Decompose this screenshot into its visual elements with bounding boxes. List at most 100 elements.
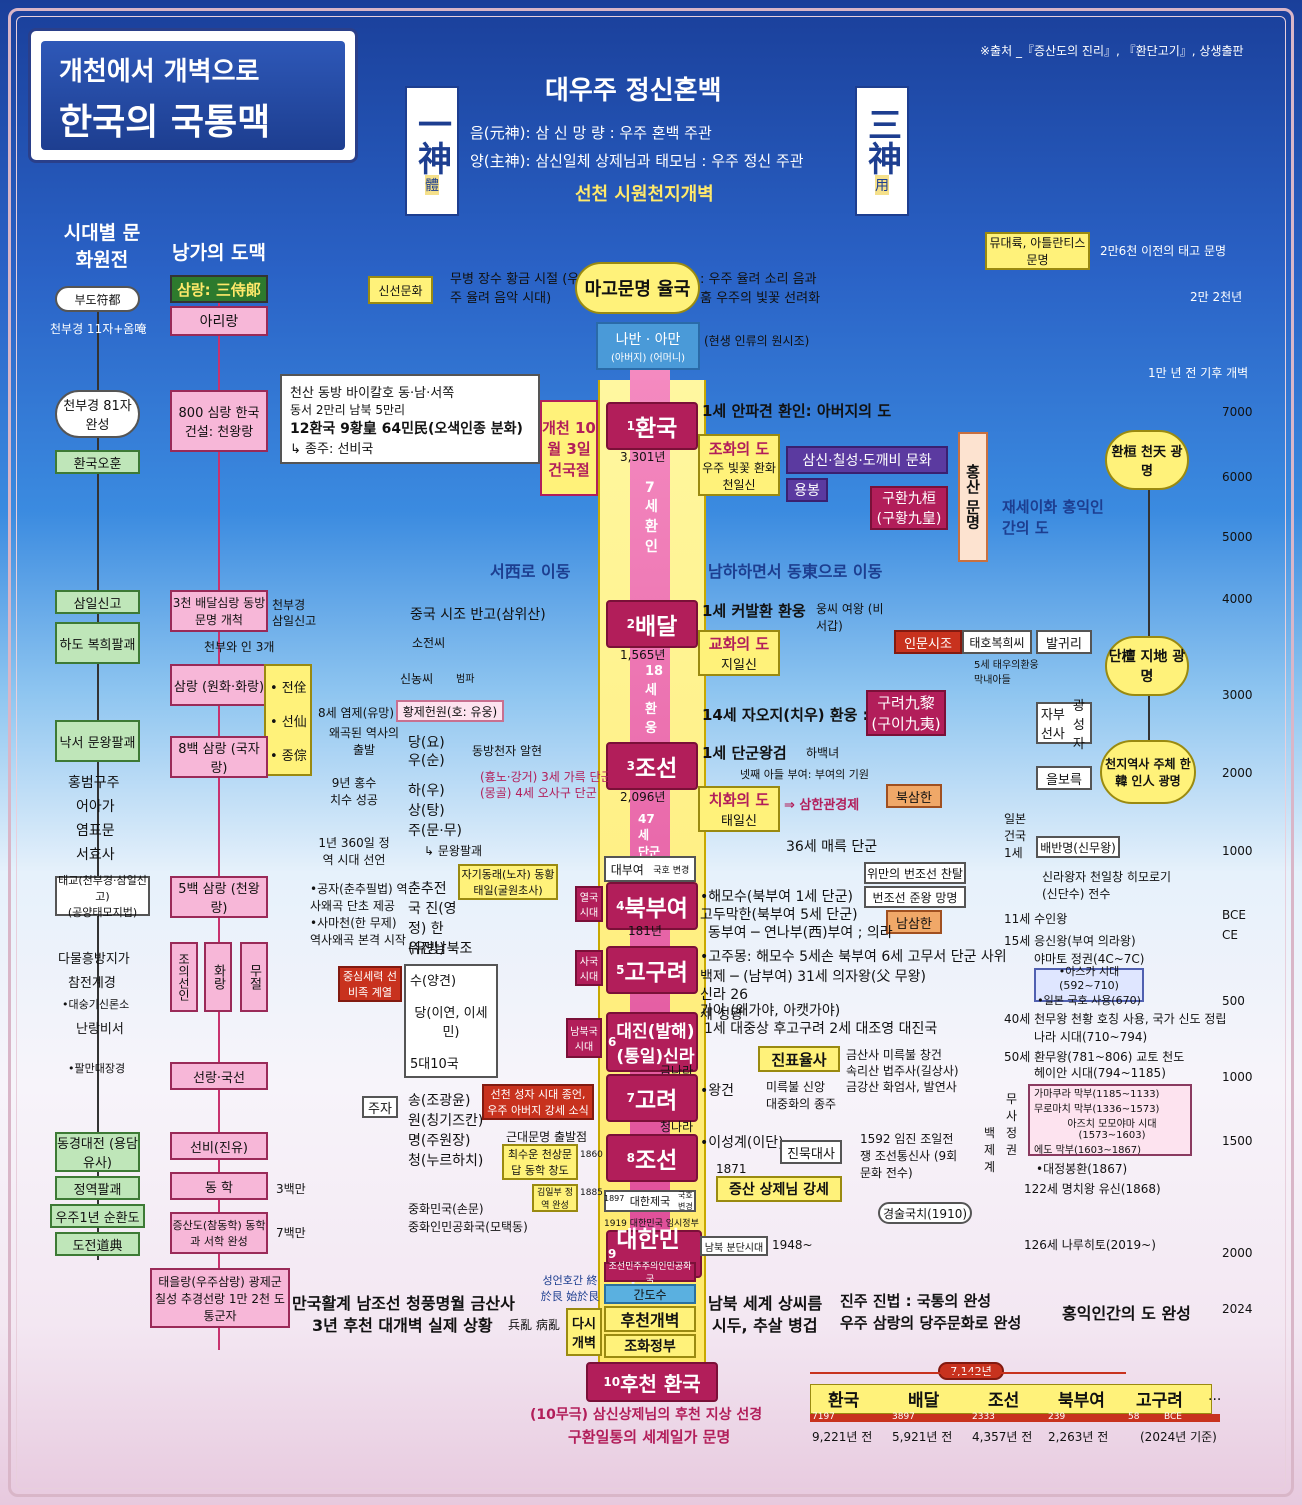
hwan-text: 환桓 천天 광명 (1111, 445, 1183, 479)
hwanin-label: 7세 환인 (645, 480, 658, 555)
year-7000: 7000 (1222, 405, 1253, 419)
y1860: 1860 (580, 1150, 603, 1160)
era-daejin-num: 6 (608, 1035, 617, 1049)
munwang-palgwae: ↳ 문왕팔괘 (424, 844, 483, 858)
gunyeon: 9년 홍수 치수 성공 (330, 776, 378, 807)
inmun-sijo: 인문시조 (894, 630, 962, 654)
jinju-jinbeop: 진주 진법 : 국통의 완성 (840, 1292, 992, 1310)
era-joseon2-num: 8 (626, 1151, 636, 1165)
seongeon: 성언호간 終於艮 始於艮 (540, 1274, 600, 1303)
hucheon-sub1: (10무극) 삼신상제님의 후천 지상 선경 (530, 1407, 763, 1423)
samil-singo-text: 삼일신고 (73, 596, 122, 612)
taeeulrang: 태을랑(우주삼랑) 광제군 칠성 추경선랑 1만 2천 도통군자 (150, 1268, 290, 1328)
imjin: 1592 임진 조일전쟁 조선통신사 (9회 문화 전수) (860, 1132, 958, 1180)
title-box: 개천에서 개벽으로 한국의 국통맥 (28, 28, 358, 163)
arirang: 아리랑 (170, 306, 268, 336)
jeon-seon-jong: • 전佺 • 선仙 • 종倧 (264, 664, 312, 776)
byeongnan: 兵亂 病亂 (508, 1318, 560, 1332)
mujeol-text: 무절 (246, 964, 262, 990)
samrang-800: 800 심랑 한국 건설: 천왕랑 (170, 390, 268, 452)
era-hucheon-num: 10 (603, 1375, 621, 1389)
hwan-light: 환桓 천天 광명 (1105, 430, 1189, 490)
era-joseon-years: 2,096년 (620, 790, 666, 804)
muromachi-text: 무로마치 막부(1336~1573) (1034, 1103, 1160, 1115)
left-char-box: 一神 體 (405, 86, 459, 216)
eungsin: 15세 응신왕(부여 의라왕) (1004, 934, 1136, 948)
taeho-boksi: 태호복희씨 (962, 630, 1032, 654)
seon-text: • 선仙 (270, 714, 307, 730)
year-4000: 4000 (1222, 592, 1253, 606)
johwa-do: 조화의 도 우주 빛꽃 환화 천일신 (698, 434, 780, 496)
cheonbu-in3: 천부와 인 3개 (204, 640, 275, 654)
gukho2: 국호 변경 (678, 1191, 693, 1211)
mubyeong: 무병 장수 황금 시절 (우주 율려 음악 시대) (450, 272, 580, 306)
haemosu: •해모수(북부여 1세 단군) (700, 889, 853, 905)
year-1500: 1500 (1222, 1134, 1253, 1148)
jeungsando: 증산도(참동학) 동학과 서학 완성 (170, 1212, 268, 1254)
asuka-text: •아스카 시대(592~710) (1058, 964, 1120, 992)
mago-text: 마고문명 율국 (584, 279, 691, 300)
eulbo: 을보륵 (1036, 766, 1092, 790)
cheonmu: 40세 천무왕 천황 호칭 사용, 국가 신도 정립 (1004, 1012, 1227, 1026)
year-1000: 1000 (1222, 844, 1253, 858)
cheonji-text: 천지역사 주체 한韓 인人 광명 (1105, 757, 1191, 788)
sudang-box: 수(양견) 당(이연, 이세민) 5대10국 (404, 964, 498, 1078)
daehan-jeguk: 대한제국 (604, 1190, 696, 1212)
baikal-1: 천산 동방 바이칼호 동·남·서쪽 (290, 385, 455, 401)
taeho-desc: 5세 태우의환웅 막내아들 (974, 660, 1039, 686)
anpagyeon: 1세 안파견 환인: 아버지의 도 (702, 402, 892, 420)
damul: 다물흥방지가 (58, 952, 130, 967)
jinmuk-text: 진묵대사 (787, 1146, 835, 1162)
daehan-text: 대한제국 (629, 1195, 671, 1208)
taegyo: 태교(천부경·삼일신고) (공양태모지법) (55, 874, 150, 919)
right-char: 三神 (861, 107, 902, 175)
donghak-300: 3백만 (276, 1182, 306, 1196)
left-char: 一神 (411, 107, 452, 175)
songnisan: 속리산 법주사(길상사) (846, 1064, 959, 1078)
year-6000: 6000 (1222, 470, 1253, 484)
timeline-goguryeo: 고구려 (1136, 1391, 1183, 1411)
mu-atlantis-box: 뮤대륙, 아틀란티스 문명 (985, 232, 1090, 270)
era-joseon2-name: 조선 (635, 1148, 678, 1174)
dang-yo: 당(요) (408, 735, 445, 751)
won: 원(칭기즈칸) (408, 1113, 484, 1129)
heian: 헤이안 시대(794~1185) (1034, 1066, 1166, 1080)
sagug-label: 사국 시대 (575, 950, 603, 986)
year-bce: BCE (1222, 908, 1246, 922)
hongsan-text: 홍산 문명 (963, 464, 982, 530)
sinseon-box: 신선문화 (368, 276, 433, 304)
timeline-bce: BCE (1164, 1412, 1182, 1422)
wiman: 위만의 번조선 찬탈 (864, 862, 966, 884)
palman: •팔만대장경 (68, 1062, 126, 1075)
dangun-wanggeom: 1세 단군왕검 (702, 744, 787, 762)
nakseo-text: 낙서 문왕팔괘 (59, 735, 136, 751)
chamjeon: 참전계경 (68, 976, 116, 991)
year-2024: 2024 (1222, 1302, 1253, 1316)
jinpyo-yulsa: 진표율사 (758, 1046, 840, 1072)
musa-jeonggwon: 무사 정권 (1006, 1092, 1018, 1157)
gando-text: 간도수 (633, 1287, 667, 1302)
suin: 11세 수인왕 (1004, 912, 1068, 926)
banggo: 중국 시조 반고(삼위산) (410, 607, 546, 623)
guhwan: 구환九桓 (구황九皇) (870, 486, 948, 530)
y1897: 1897 (604, 1194, 625, 1203)
chihwa-do: 치화의 도 태일신 (698, 786, 780, 832)
mireuk-sinang: 미륵불 신앙 대중화의 종주 (766, 1080, 837, 1111)
naban-box: 나반 · 아만 (아버지) (어머니) (596, 322, 700, 370)
era-joseon-name: 조선 (635, 756, 678, 782)
cheong: 청(누르하치) (408, 1153, 484, 1169)
samhan: ⇒ 삼한관경제 (784, 798, 860, 813)
namsamhan: 남삼한 (886, 910, 942, 934)
baikal-4: ↳ 종주: 선비국 (290, 441, 374, 457)
era-hwanguk-num: 1 (626, 419, 636, 433)
joui-seonin: 조의선인 (170, 942, 198, 1012)
year-3000: 3000 (1222, 688, 1253, 702)
samsin-culture: 삼신·칠성·도깨비 문화 (786, 446, 948, 474)
hwanung-label: 18세 환웅 (645, 664, 664, 736)
right-sub: 用 (875, 175, 889, 195)
dan-light: 단檀 지地 광명 (1105, 636, 1189, 696)
second-col-header: 낭가의 도맥 (172, 242, 267, 264)
samrang-500-text: 5백 삼랑 (천왕랑) (178, 882, 260, 916)
samrang-800-gukja: 8백 삼랑 (국자랑) (170, 736, 268, 778)
